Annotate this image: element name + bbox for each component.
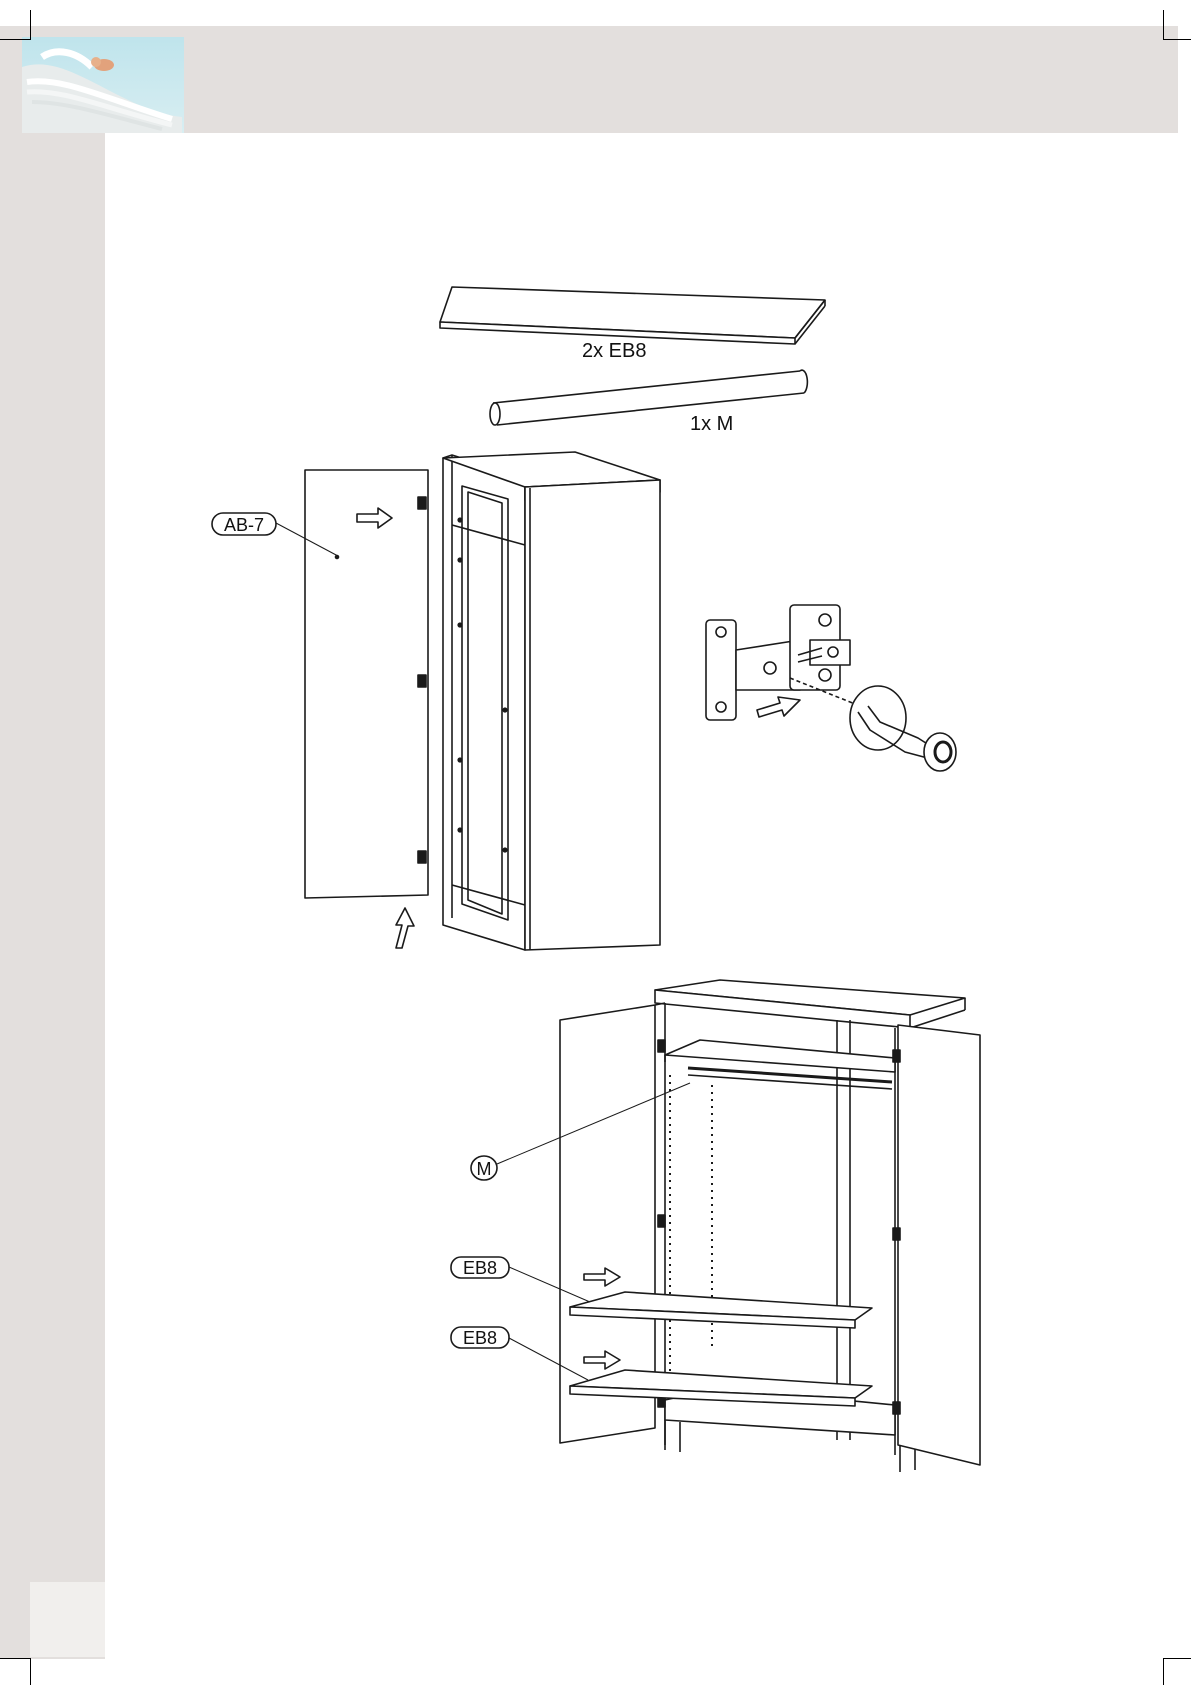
- rod-part-label: M: [477, 1159, 492, 1179]
- rod-illustration: [490, 370, 807, 425]
- screwdriver-icon: [790, 678, 956, 771]
- hinge-icon: [706, 605, 850, 720]
- shelf-panel-illustration: [440, 287, 825, 344]
- arrow-up-icon: [396, 908, 414, 948]
- rod-count-label: 1x M: [690, 413, 733, 435]
- shelf-count-label: 2x EB8: [582, 340, 646, 362]
- arrow-right-icon: [757, 697, 800, 717]
- wardrobe-side-illustration: [305, 452, 660, 950]
- shelf-part-label-upper: EB8: [463, 1258, 497, 1278]
- door-part-label: AB-7: [224, 515, 264, 535]
- wardrobe-open-illustration: [560, 980, 980, 1472]
- shelf-part-label-lower: EB8: [463, 1328, 497, 1348]
